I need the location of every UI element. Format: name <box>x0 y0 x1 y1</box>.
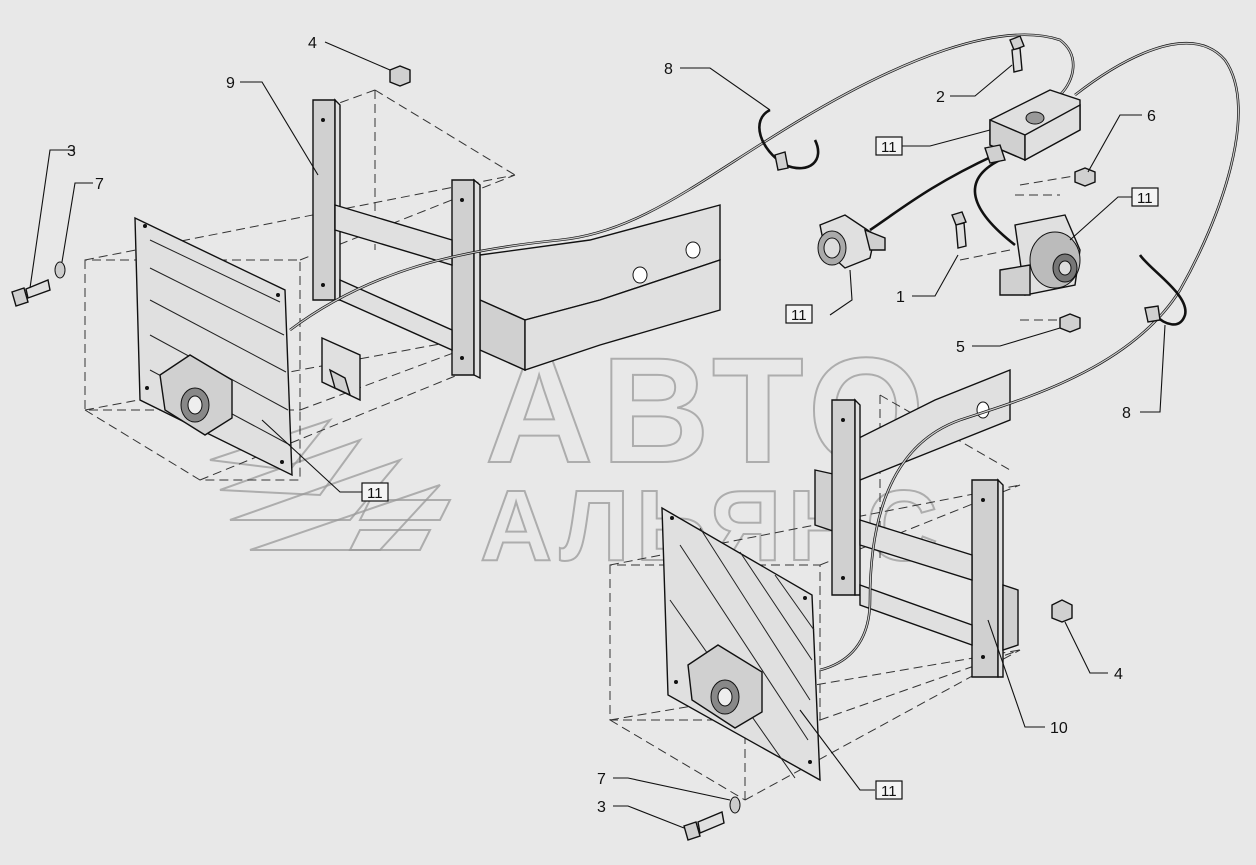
callout-5: 5 <box>956 339 965 356</box>
svg-text:11: 11 <box>881 783 897 800</box>
bolt-3-left <box>11 279 51 307</box>
washer-7-left <box>54 261 66 279</box>
callout-10: 10 <box>1050 720 1068 737</box>
callout-2: 2 <box>936 89 945 106</box>
right-lamp-plate <box>661 506 821 782</box>
callout-8-top: 8 <box>664 61 673 78</box>
bolt-1 <box>951 211 967 249</box>
left-lamp-plate <box>134 216 361 477</box>
left-connector-box <box>321 336 361 402</box>
callout-1: 1 <box>896 289 905 306</box>
svg-text:11: 11 <box>367 485 383 502</box>
svg-text:11: 11 <box>881 139 897 156</box>
leader-lines <box>29 41 1166 829</box>
callout-7-right: 7 <box>597 771 606 788</box>
left-lamp <box>159 354 233 436</box>
callout-9: 9 <box>226 75 235 92</box>
callout-labels: 4 9 8 2 6 1 5 8 3 7 4 10 7 3 <box>67 35 1156 816</box>
callout-3-right: 3 <box>597 799 606 816</box>
right-mount-strips <box>831 398 1019 678</box>
bolt-2 <box>1009 35 1025 73</box>
right-lamp <box>687 644 763 729</box>
callout-7-left: 7 <box>95 176 104 193</box>
boxed-callouts: 11 11 11 11 11 <box>361 136 1159 800</box>
fasteners <box>11 35 1096 841</box>
callout-6: 6 <box>1147 108 1156 125</box>
boxed-callout-11-junction: 11 <box>875 136 903 156</box>
nut-4-top <box>389 65 411 87</box>
bolt-3-right <box>683 811 725 841</box>
boxed-callout-11-left-plate: 11 <box>361 482 389 502</box>
callout-8-right: 8 <box>1122 405 1131 422</box>
nut-6 <box>1074 167 1096 187</box>
washer-7-right <box>729 796 741 814</box>
nut-5 <box>1059 313 1081 333</box>
wire-clamps <box>758 108 1187 326</box>
wiring-harness <box>289 33 1240 672</box>
nut-4-right <box>1051 599 1073 623</box>
callout-4-right: 4 <box>1114 666 1123 683</box>
callout-4-top: 4 <box>308 35 317 52</box>
junction-box <box>984 89 1081 164</box>
right-plate-hatching <box>669 527 815 779</box>
callout-3-left: 3 <box>67 143 76 160</box>
boxed-callout-11-right-plate: 11 <box>875 780 903 800</box>
svg-text:11: 11 <box>1137 190 1153 207</box>
svg-text:11: 11 <box>791 307 807 324</box>
plug-connector <box>817 214 886 269</box>
socket-connector <box>999 214 1081 296</box>
left-mount-strips <box>312 98 481 380</box>
boxed-callout-11-socket: 11 <box>1131 187 1159 207</box>
boxed-callout-11-plug: 11 <box>785 304 813 324</box>
